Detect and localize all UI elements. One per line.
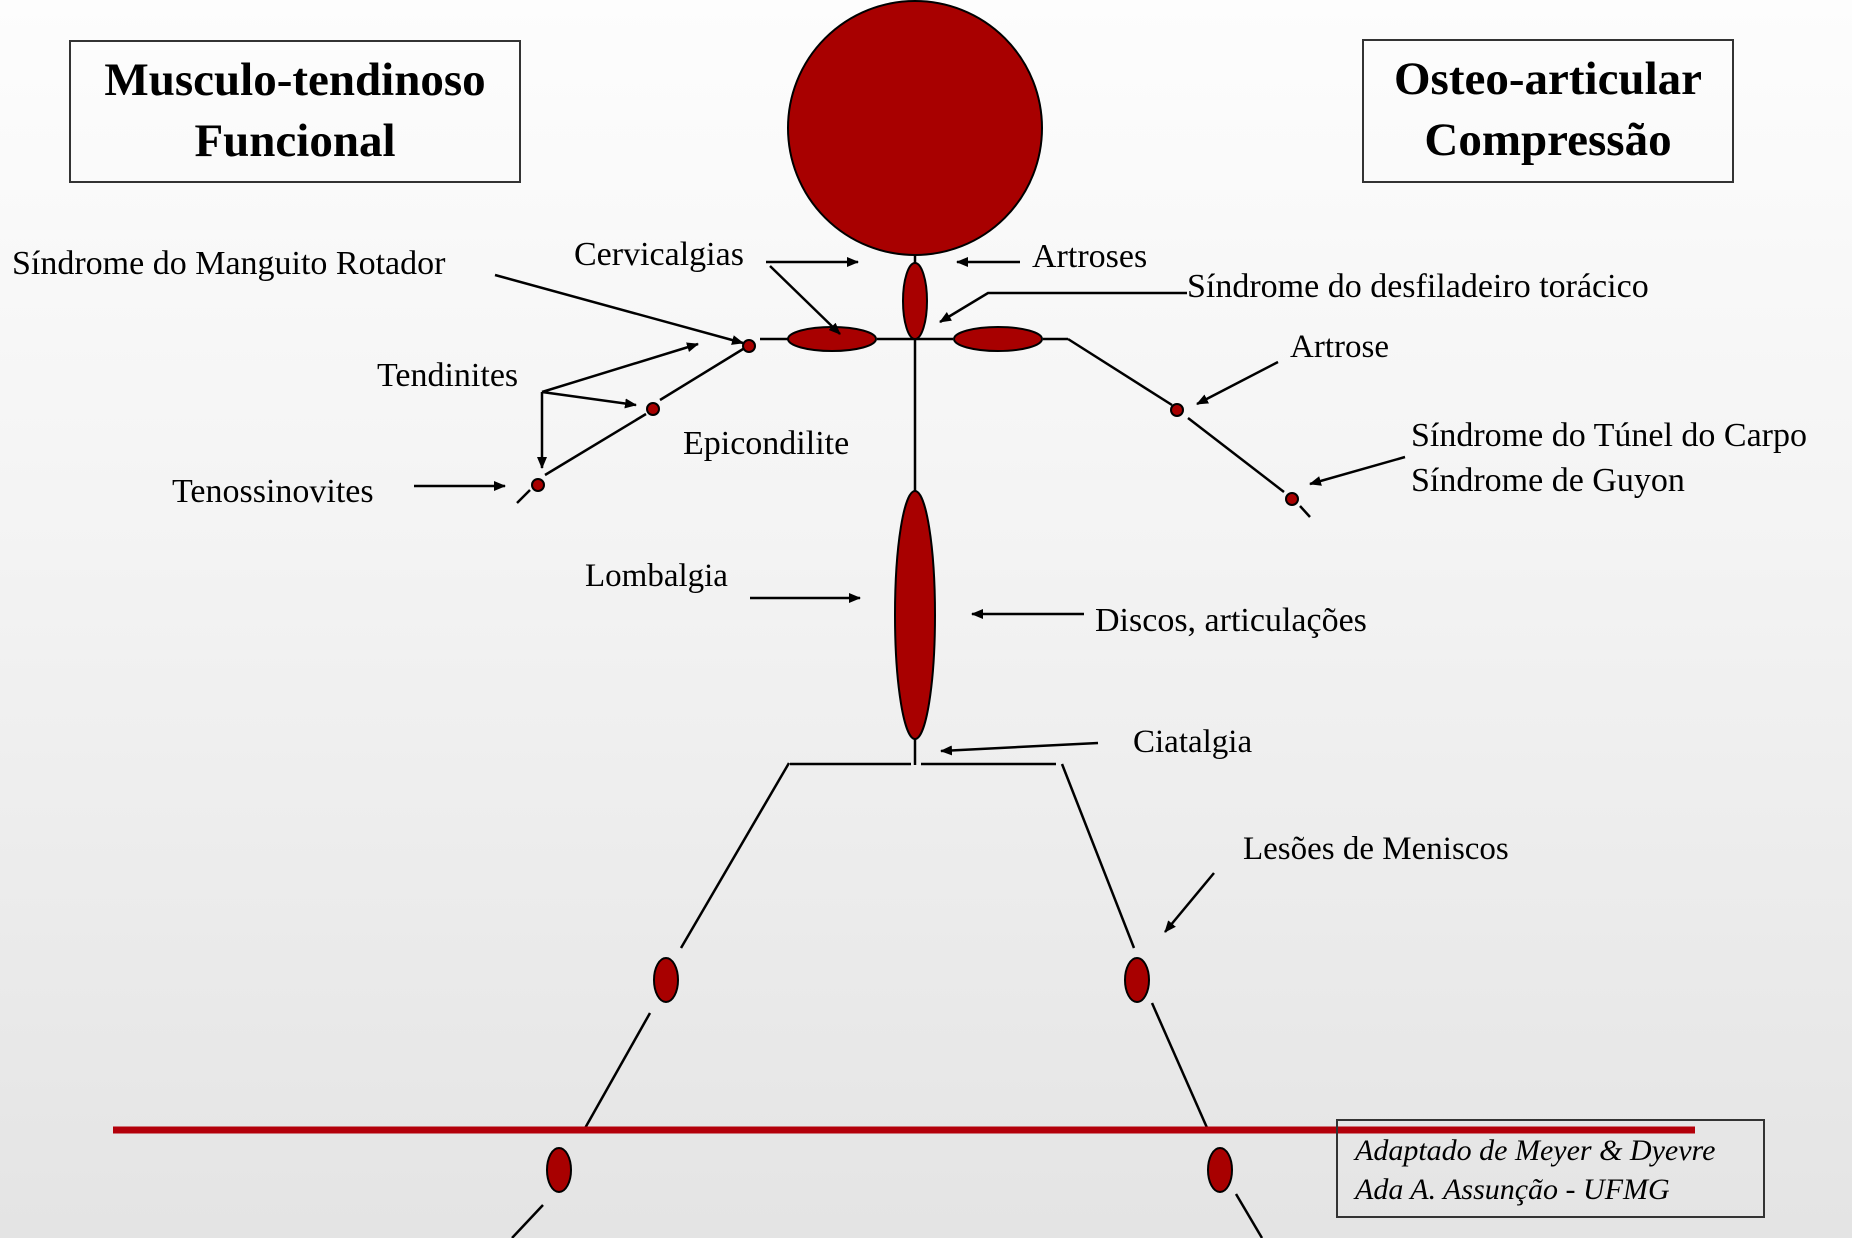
label-discos-articulacoes: Discos, articulações [1095,602,1367,639]
category-box-osteo-articular: Osteo-articular Compressão [1362,39,1734,183]
label-desfiladeiro: Síndrome do desfiladeiro torácico [1187,268,1649,305]
right-wrist [1285,492,1299,506]
box-right-line1: Osteo-articular [1393,53,1702,105]
left-elbow [646,402,660,416]
category-box-musculo-tendinoso: Musculo-tendinoso Funcional [69,40,521,183]
label-epicondilite: Epicondilite [683,425,850,462]
left-wrist [531,478,545,492]
skeleton-lines [511,248,1311,1238]
lumbar-spine [894,490,936,740]
right-knee [1124,957,1150,1003]
right-ankle [1207,1147,1233,1193]
right-elbow [1170,403,1184,417]
right-shoulder [953,326,1043,352]
box-left-line2: Funcional [194,115,396,167]
left-shoulder-joint [742,339,756,353]
box-right-line2: Compressão [1424,114,1672,166]
pointer-arrows [414,257,1406,933]
body-segments [531,0,1299,1193]
label-lombalgia: Lombalgia [585,558,728,594]
label-manguito-rotador: Síndrome do Manguito Rotador [12,245,446,282]
left-shoulder [787,326,877,352]
label-cervicalgias: Cervicalgias [574,236,744,273]
label-lesoes-meniscos: Lesões de Meniscos [1243,831,1509,867]
head [787,0,1043,256]
credit-box: Adaptado de Meyer & Dyevre Ada A. Assunç… [1336,1119,1765,1218]
credit-line1: Adaptado de Meyer & Dyevre [1355,1134,1716,1167]
label-artroses: Artroses [1032,238,1148,275]
left-ankle [546,1147,572,1193]
credit-line2: Ada A. Assunção - UFMG [1355,1173,1670,1206]
left-knee [653,957,679,1003]
label-artrose: Artrose [1290,329,1389,365]
neck-vertebra [902,262,928,340]
box-left-line1: Musculo-tendinoso [104,54,486,106]
label-tenossinovites: Tenossinovites [172,473,374,510]
label-tendinites: Tendinites [377,357,519,394]
label-tunel-do-carpo: Síndrome do Túnel do Carpo [1411,417,1807,454]
label-ciatalgia: Ciatalgia [1133,724,1253,760]
label-guyon: Síndrome de Guyon [1411,462,1685,499]
